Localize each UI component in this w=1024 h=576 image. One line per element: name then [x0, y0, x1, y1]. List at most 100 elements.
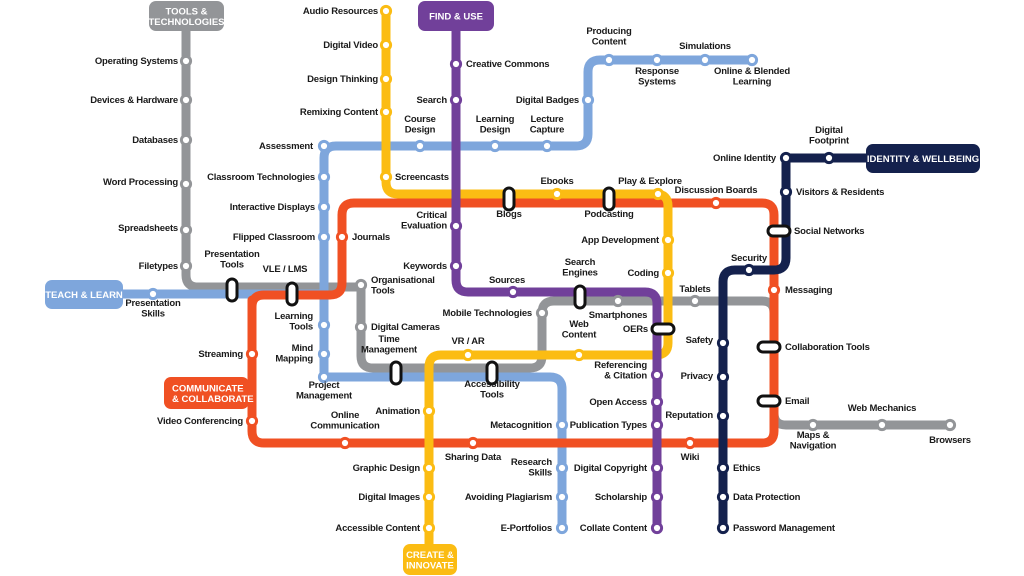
station-simulations[interactable]	[698, 53, 712, 67]
station-organisational-tools[interactable]	[354, 278, 368, 292]
station-graphic-design[interactable]	[422, 461, 436, 475]
station-presentation-skills[interactable]	[146, 287, 160, 301]
station-assessment[interactable]	[317, 139, 331, 153]
station-sharing-data[interactable]	[466, 436, 480, 450]
interchange-email[interactable]	[756, 394, 782, 408]
station-flipped-classroom[interactable]	[317, 230, 331, 244]
station-play-explore[interactable]	[651, 187, 665, 201]
station-smartphones[interactable]	[611, 294, 625, 308]
terminal-identity[interactable]: IDENTITY & WELLBEING	[866, 144, 980, 173]
interchange-vle-lms[interactable]	[285, 281, 299, 307]
station-remixing-content[interactable]	[379, 105, 393, 119]
station-learning-design[interactable]	[488, 139, 502, 153]
station-accessible-content[interactable]	[422, 521, 436, 535]
station-online-identity[interactable]	[779, 151, 793, 165]
station-critical-evaluation[interactable]	[449, 219, 463, 233]
station-scholarship[interactable]	[650, 490, 664, 504]
station-data-protection[interactable]	[716, 490, 730, 504]
terminal-teach[interactable]: TEACH & LEARN	[45, 280, 123, 309]
station-maps-navigation[interactable]	[806, 418, 820, 432]
station-label-organisational-tools: Organisational	[371, 275, 435, 286]
interchange-social-networks[interactable]	[766, 224, 792, 238]
station-keywords[interactable]	[449, 259, 463, 273]
station-classroom-technologies[interactable]	[317, 170, 331, 184]
interchange-search-engines[interactable]	[573, 284, 587, 310]
interchange-oers[interactable]	[650, 322, 676, 336]
interchange-blogs[interactable]	[502, 186, 516, 212]
station-visitors-residents[interactable]	[779, 185, 793, 199]
station-lecture-capture[interactable]	[540, 139, 554, 153]
station-screencasts[interactable]	[379, 170, 393, 184]
station-learning-tools[interactable]	[317, 318, 331, 332]
station-databases[interactable]	[179, 133, 193, 147]
station-streaming[interactable]	[245, 347, 259, 361]
station-web-mechanics[interactable]	[875, 418, 889, 432]
station-response-systems[interactable]	[650, 53, 664, 67]
station-app-development[interactable]	[661, 233, 675, 247]
station-label-web-content: Web	[569, 319, 589, 330]
station-browsers[interactable]	[943, 418, 957, 432]
station-online-communication[interactable]	[338, 436, 352, 450]
station-research-skills[interactable]	[555, 461, 569, 475]
terminal-create[interactable]: CREATE &INNOVATE	[403, 544, 457, 575]
station-ethics[interactable]	[716, 461, 730, 475]
station-discussion-boards[interactable]	[709, 196, 723, 210]
station-reputation[interactable]	[716, 409, 730, 423]
station-label-learning-tools: Learning	[274, 311, 313, 322]
station-digital-badges[interactable]	[581, 93, 595, 107]
station-collate-content[interactable]	[650, 521, 664, 535]
interchange-accessibility-tools[interactable]	[485, 360, 499, 386]
terminal-find[interactable]: FIND & USE	[418, 1, 494, 31]
interchange-collaboration-tools[interactable]	[756, 340, 782, 354]
station-coding[interactable]	[661, 266, 675, 280]
station-messaging[interactable]	[767, 283, 781, 297]
station-audio-resources[interactable]	[379, 4, 393, 18]
station-animation[interactable]	[422, 404, 436, 418]
station-creative-commons[interactable]	[449, 57, 463, 71]
station-web-content[interactable]	[572, 348, 586, 362]
station-digital-cameras[interactable]	[354, 320, 368, 334]
interchange-podcasting[interactable]	[602, 186, 616, 212]
terminal-tools[interactable]: TOOLS &TECHNOLOGIES	[148, 1, 225, 31]
station-operating-systems[interactable]	[179, 54, 193, 68]
station-tablets[interactable]	[688, 294, 702, 308]
station-safety[interactable]	[716, 336, 730, 350]
station-devices-hardware[interactable]	[179, 93, 193, 107]
station-online-blended[interactable]	[745, 53, 759, 67]
station-spreadsheets[interactable]	[179, 223, 193, 237]
station-course-design[interactable]	[413, 139, 427, 153]
station-open-access[interactable]	[650, 395, 664, 409]
station-project-management[interactable]	[317, 370, 331, 384]
station-e-portfolios[interactable]	[555, 521, 569, 535]
station-sources[interactable]	[506, 285, 520, 299]
station-digital-footprint[interactable]	[822, 151, 836, 165]
station-filetypes[interactable]	[179, 259, 193, 273]
station-security[interactable]	[742, 263, 756, 277]
station-referencing-citation[interactable]	[650, 368, 664, 382]
station-ebooks[interactable]	[550, 187, 564, 201]
station-search[interactable]	[449, 93, 463, 107]
station-word-processing[interactable]	[179, 177, 193, 191]
station-design-thinking[interactable]	[379, 72, 393, 86]
station-avoiding-plagiarism[interactable]	[555, 490, 569, 504]
station-mind-mapping[interactable]	[317, 347, 331, 361]
interchange-time-management[interactable]	[389, 360, 403, 386]
station-journals[interactable]	[335, 230, 349, 244]
station-label-online-blended: Online & Blended	[714, 66, 790, 77]
station-vr-ar[interactable]	[461, 348, 475, 362]
station-digital-video[interactable]	[379, 38, 393, 52]
station-password-management[interactable]	[716, 521, 730, 535]
station-mobile-technologies[interactable]	[535, 306, 549, 320]
station-wiki[interactable]	[683, 436, 697, 450]
station-metacognition[interactable]	[555, 418, 569, 432]
station-video-conferencing[interactable]	[245, 414, 259, 428]
station-producing-content[interactable]	[602, 53, 616, 67]
station-digital-images[interactable]	[422, 490, 436, 504]
station-interactive-displays[interactable]	[317, 200, 331, 214]
interchange-presentation-tools[interactable]	[225, 277, 239, 303]
station-digital-copyright[interactable]	[650, 461, 664, 475]
station-publication-types[interactable]	[650, 418, 664, 432]
station-label-referencing-citation: & Citation	[604, 370, 647, 381]
terminal-communicate[interactable]: COMMUNICATE& COLLABORATE	[164, 377, 254, 409]
station-privacy[interactable]	[716, 370, 730, 384]
